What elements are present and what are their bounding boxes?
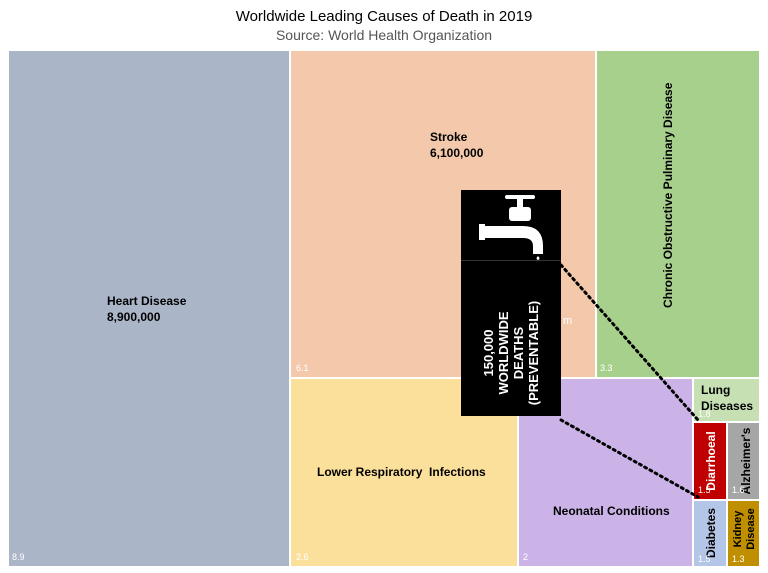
tile-value-kidney-disease: 1.3 xyxy=(732,554,745,564)
tile-label-lung-diseases: Lung Diseases xyxy=(701,383,754,413)
tile-value-alzheimers: 1.6 xyxy=(732,485,745,495)
tile-alzheimers: Alzheimer's 1.6 xyxy=(727,422,760,500)
faucet-icon xyxy=(461,190,561,260)
tile-diarrhoeal: Diarrhoeal 1.5 xyxy=(693,422,727,500)
tile-value-diarrhoeal: 1.5 xyxy=(698,485,711,495)
chart-title: Worldwide Leading Causes of Death in 201… xyxy=(235,8,533,25)
tile-label-lower-respiratory: Lower Respiratory Infections xyxy=(317,465,486,479)
connector-line-diarrhoeal-top xyxy=(559,263,700,422)
stroke-hidden-fragment: m xyxy=(563,315,573,327)
tile-count-stroke: 6,100,000 xyxy=(430,146,484,160)
chart-subtitle: Source: World Health Organization xyxy=(275,27,493,43)
tile-kidney-disease: Kidney Disease 1.3 xyxy=(727,500,760,567)
tile-label-stroke: Stroke xyxy=(430,130,468,144)
tile-label-heart-disease: Heart Disease xyxy=(107,294,187,308)
tile-diabetes: Diabetes 1.5 xyxy=(693,500,727,567)
tile-copd: Chronic Obstructive Pulminary Disease 3.… xyxy=(596,50,760,378)
tile-value-copd: 3.3 xyxy=(600,363,613,373)
tile-neonatal: Neonatal Conditions 2 xyxy=(518,378,693,567)
tile-value-neonatal: 2 xyxy=(523,552,529,562)
tile-count-heart-disease: 8,900,000 xyxy=(107,310,161,324)
tile-value-diabetes: 1.5 xyxy=(698,554,711,564)
tile-label-neonatal: Neonatal Conditions xyxy=(553,504,670,518)
tile-value-lung-diseases: 1.8 xyxy=(698,409,711,419)
connector-line-diarrhoeal-bottom xyxy=(559,418,700,499)
tile-value-heart-disease: 8.9 xyxy=(12,552,25,562)
faucet-annotation-box: 150,000 WORLDWIDE DEATHS (PREVENTABLE) xyxy=(461,190,561,416)
tile-heart-disease: Heart Disease 8,900,000 8.9 xyxy=(8,50,290,567)
tile-value-stroke: 6.1 xyxy=(296,363,309,373)
tile-value-lower-respiratory: 2.6 xyxy=(296,552,309,562)
tile-lung-diseases: Lung Diseases 1.8 xyxy=(693,378,760,422)
